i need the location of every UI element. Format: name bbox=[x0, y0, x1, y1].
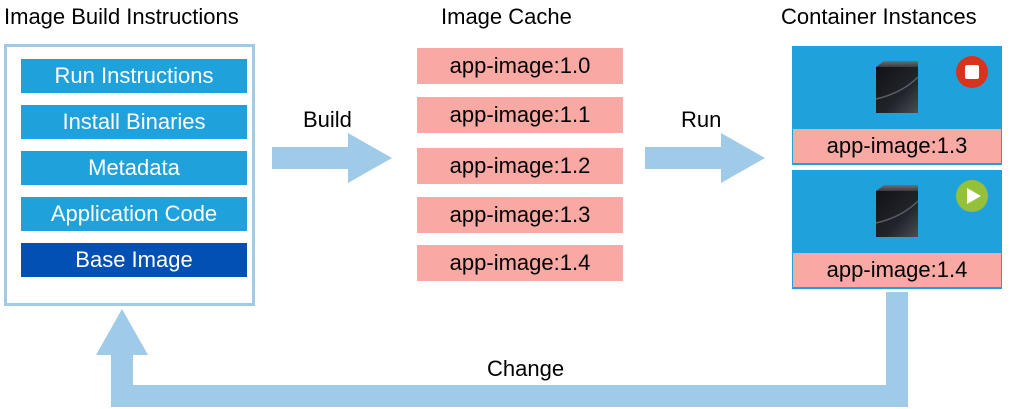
layer-metadata: Metadata bbox=[21, 151, 247, 185]
layer-application-code: Application Code bbox=[21, 197, 247, 231]
run-arrow bbox=[645, 133, 765, 183]
build-arrow bbox=[272, 133, 392, 183]
cache-header: Image Cache bbox=[441, 4, 572, 29]
build-label: Build bbox=[303, 107, 352, 132]
containers-header: Container Instances bbox=[781, 4, 977, 29]
change-label: Change bbox=[487, 356, 565, 381]
run-label: Run bbox=[681, 107, 722, 132]
stop-icon[interactable] bbox=[955, 55, 989, 89]
container-tag: app-image:1.4 bbox=[793, 253, 1001, 287]
change-arrow bbox=[96, 292, 908, 407]
layer-run-instructions: Run Instructions bbox=[21, 59, 247, 93]
build-instructions-panel: Run Instructions Install Binaries Metada… bbox=[4, 44, 255, 306]
instructions-header: Image Build Instructions bbox=[4, 4, 239, 29]
container-instance: app-image:1.3 bbox=[792, 46, 1002, 165]
container-cube-icon bbox=[875, 61, 919, 113]
play-icon[interactable] bbox=[955, 179, 989, 213]
cache-item: app-image:1.4 bbox=[417, 245, 623, 281]
layer-base-image: Base Image bbox=[21, 243, 247, 277]
container-tag: app-image:1.3 bbox=[793, 129, 1001, 163]
cache-item: app-image:1.0 bbox=[417, 48, 623, 84]
cache-item: app-image:1.2 bbox=[417, 148, 623, 184]
container-cube-icon bbox=[875, 185, 919, 237]
cache-item: app-image:1.1 bbox=[417, 97, 623, 133]
container-instance: app-image:1.4 bbox=[792, 170, 1002, 289]
cache-item: app-image:1.3 bbox=[417, 197, 623, 233]
layer-install-binaries: Install Binaries bbox=[21, 105, 247, 139]
